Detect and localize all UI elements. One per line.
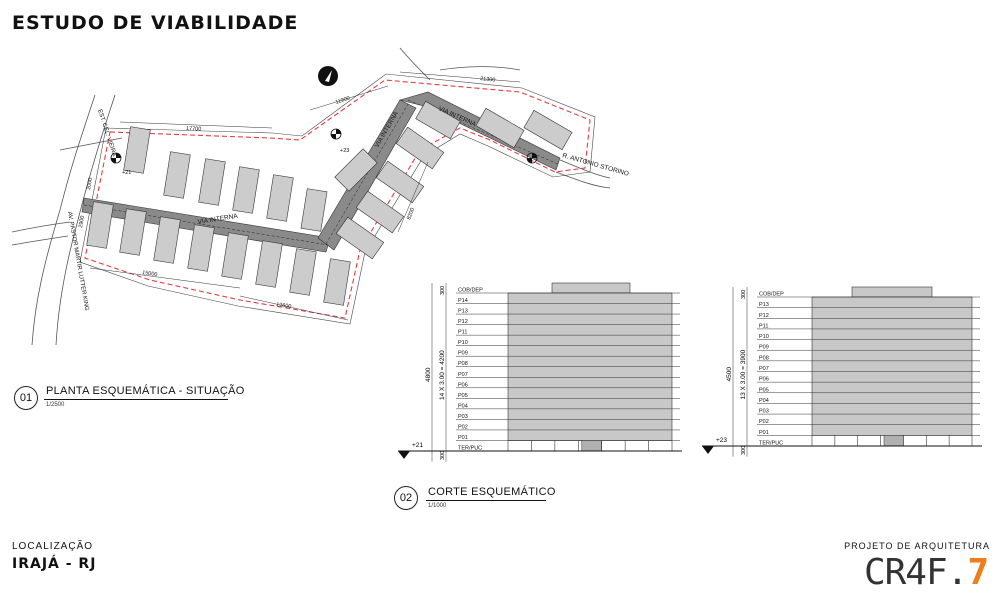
site-boundary [84, 79, 591, 319]
floor-label: P02 [759, 419, 769, 425]
floor-label: P04 [458, 403, 468, 409]
floor-label: P12 [458, 319, 468, 325]
buildings-diagonal [334, 126, 445, 260]
floor-label: P07 [458, 372, 468, 378]
top-dim-text: 300 [440, 286, 446, 295]
floor-label: P13 [759, 302, 769, 308]
floor-label: P14 [458, 298, 468, 304]
floor-label: COB/DEP [759, 292, 784, 298]
section-left: COB/DEP P14P13P12P11P10P09P08P07P06P05P04… [398, 282, 682, 462]
dim-label: 2000 [86, 177, 94, 190]
floor-label: TER/PUC [458, 446, 482, 452]
page-title: ESTUDO DE VIABILIDADE [12, 12, 299, 34]
section-scale: 1/1000 [428, 503, 447, 509]
bottom-dim-text: 300 [741, 446, 747, 455]
buildings-row-bottom-left [119, 208, 351, 306]
floor-label: P06 [458, 382, 468, 388]
dim-label: 15000 [142, 270, 158, 278]
level-mark-text: +21 [122, 170, 131, 176]
location-label: LOCALIZAÇÃO [12, 541, 94, 552]
dim-label: 11900 [335, 96, 351, 106]
top-dim-text: 300 [741, 290, 747, 299]
street-outlines [11, 47, 611, 346]
core-block [883, 435, 904, 447]
buildings-upper-right [415, 100, 573, 151]
section-number-badge: 02 [394, 486, 418, 510]
dim-label: 2900 [78, 215, 86, 228]
dimension-lines [89, 71, 521, 321]
bottom-dim-text: 300 [440, 451, 446, 460]
floor-label: P03 [759, 409, 769, 415]
site-plan-title: PLANTA ESQUEMÁTICA - SITUAÇÃO [46, 385, 245, 397]
level-triangle-icon [398, 451, 410, 459]
logo-accent: 7 [967, 552, 989, 593]
floor-label: P13 [458, 309, 468, 315]
section-title-underline [426, 500, 546, 501]
total-dim-text: 4800 [425, 367, 432, 382]
floor-label: P04 [759, 398, 769, 404]
project-label: PROJETO DE ARQUITETURA [844, 541, 990, 551]
site-plan-number-badge: 01 [14, 386, 38, 410]
floor-label: P07 [759, 366, 769, 372]
floor-label: P09 [458, 351, 468, 357]
company-logo: CR4F.7 [863, 552, 989, 593]
level-text: +23 [716, 437, 727, 444]
location-value: IRAJÁ - RJ [12, 556, 97, 572]
roof-block [551, 282, 631, 294]
core-block [581, 440, 602, 452]
floor-label: COB/DEP [458, 288, 483, 294]
section-title: CORTE ESQUEMÁTICO [428, 486, 556, 498]
floor-label: P02 [458, 424, 468, 430]
floor-label: P10 [458, 340, 468, 346]
site-outline [79, 73, 596, 325]
floor-label: P10 [759, 334, 769, 340]
dim-label: 8200 [406, 207, 416, 221]
floor-label: P05 [759, 387, 769, 393]
level-text: +21 [412, 442, 423, 449]
dim-label: 21300 [480, 76, 496, 84]
floor-label: P01 [759, 430, 769, 436]
formula-text: 13 X 3.00 = 3900 [740, 349, 747, 399]
floor-label: P01 [458, 435, 468, 441]
dim-label: 17700 [186, 126, 201, 133]
formula-text: 14 X 3.00 = 4200 [439, 350, 446, 400]
floor-label: P12 [759, 313, 769, 319]
site-plan-title-underline [44, 399, 228, 400]
site-plan-scale: 1/2500 [46, 402, 65, 408]
roof-block [851, 286, 933, 298]
floor-label: P08 [458, 361, 468, 367]
floor-label: P03 [458, 414, 468, 420]
floor-label: P09 [759, 345, 769, 351]
total-dim-text: 4500 [726, 367, 733, 382]
floor-label: P05 [458, 393, 468, 399]
level-mark-text: +23 [340, 148, 349, 154]
level-marker-icon [110, 128, 538, 164]
floor-label: TER/PUC [759, 441, 783, 447]
logo-text: CR4F. [863, 552, 968, 593]
floor-label: P11 [458, 330, 467, 336]
dim-label: 12600 [276, 302, 292, 310]
north-arrow-icon [318, 66, 338, 86]
level-triangle-icon [702, 446, 714, 454]
section-right: COB/DEP P13P12P11P10P09P08P07P06P05P04P03… [702, 286, 982, 457]
floor-label: P11 [759, 323, 768, 329]
building-body [811, 296, 973, 436]
floor-label: P08 [759, 355, 769, 361]
buildings-row-top-left [86, 126, 328, 249]
floor-label: P06 [759, 377, 769, 383]
